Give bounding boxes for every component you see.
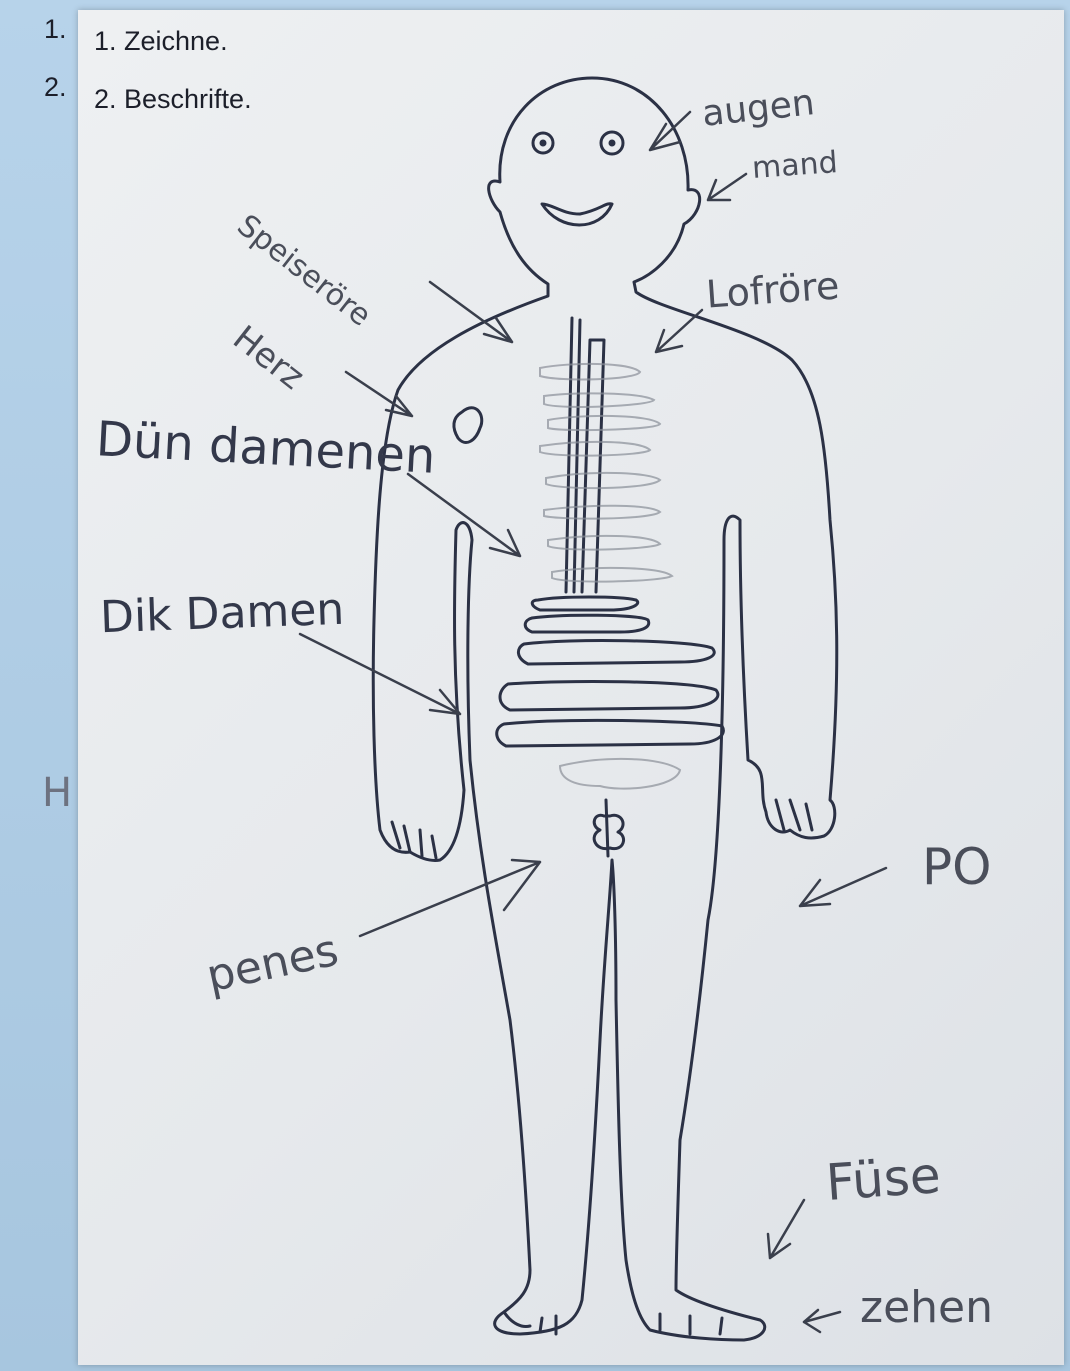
label-zehen: zehen bbox=[860, 1282, 993, 1333]
label-dickdarm: Dik Damen bbox=[99, 584, 345, 643]
genitals bbox=[594, 800, 623, 856]
label-mund: mand bbox=[751, 145, 839, 186]
large-intestine bbox=[497, 597, 724, 746]
label-fuesse: Füse bbox=[824, 1146, 942, 1212]
label-luftroehre: Lofröre bbox=[705, 263, 841, 316]
heart-shape bbox=[454, 408, 482, 443]
label-po: PO bbox=[922, 838, 992, 896]
smile bbox=[542, 204, 612, 225]
